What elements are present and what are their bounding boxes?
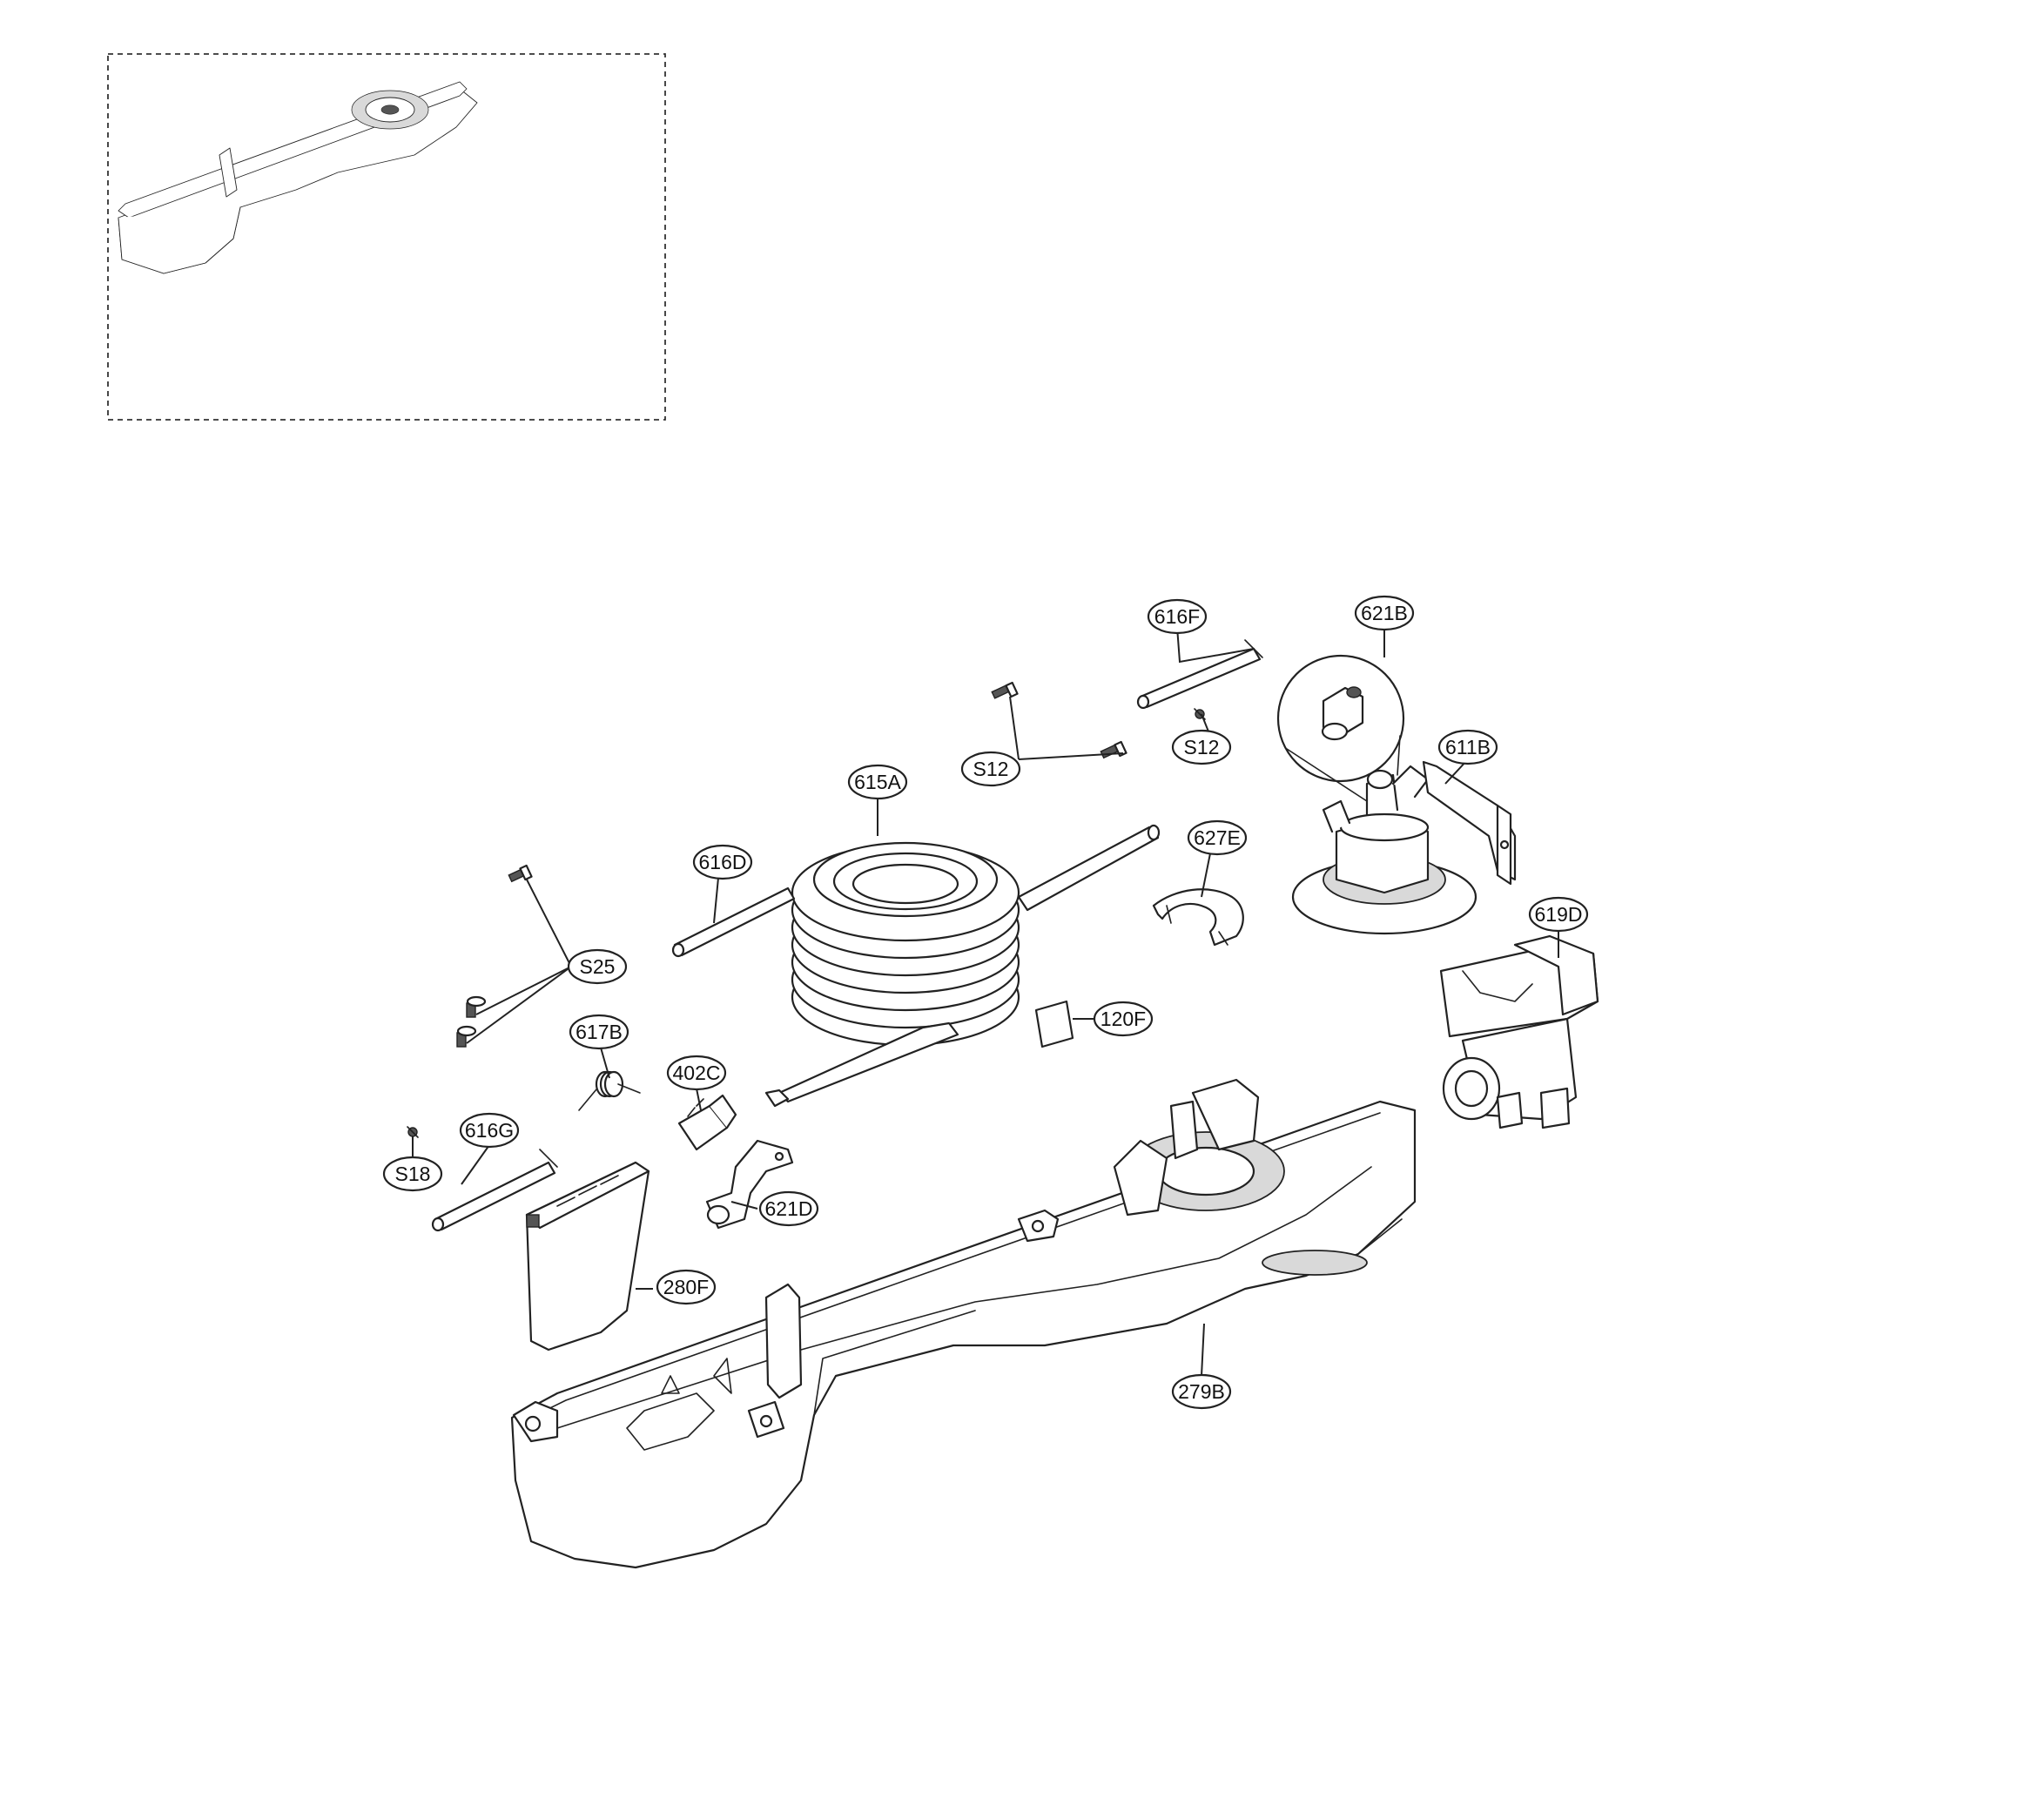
tube-616f	[1136, 639, 1263, 710]
screw-s25-2	[466, 995, 487, 1018]
assembled-view-inset	[107, 53, 666, 421]
clip-627e	[1152, 888, 1244, 947]
callout-label: 611B	[1445, 736, 1491, 758]
dispenser-housing-279b	[510, 1078, 1417, 1569]
callout-616f: 616F	[1147, 598, 1208, 635]
callout-616d: 616D	[692, 844, 753, 880]
valve-detail-621b	[1276, 654, 1405, 802]
callout-627e: 627E	[1187, 819, 1248, 856]
tube-616g	[431, 1149, 558, 1232]
callout-label: 619D	[1535, 903, 1583, 926]
callout-label: 621D	[765, 1197, 813, 1220]
dispenser-paddle-280f	[525, 1161, 650, 1352]
lever-621d	[705, 1139, 794, 1230]
screw-s18	[407, 1126, 419, 1138]
callout-616g: 616G	[459, 1112, 520, 1149]
callout-label: 621B	[1361, 602, 1408, 624]
water-valve-619d	[1439, 934, 1599, 1129]
callout-615a: 615A	[847, 764, 908, 800]
callout-280f: 280F	[656, 1269, 717, 1305]
water-tank-coil-615a	[764, 824, 1161, 1108]
callout-621b: 621B	[1354, 595, 1415, 631]
callout-label: 280F	[663, 1276, 709, 1298]
screw-s25-1	[508, 864, 533, 883]
callout-402c: 402C	[666, 1055, 727, 1091]
screw-s12-1	[991, 681, 1019, 699]
callout-label: 616G	[465, 1119, 514, 1142]
callout-611b: 611B	[1437, 729, 1498, 765]
screws	[407, 681, 1206, 1138]
callout-label: 615A	[854, 771, 901, 793]
callout-label: 402C	[673, 1062, 721, 1084]
callout-621d: 621D	[758, 1190, 819, 1227]
callout-label: S12	[1184, 736, 1220, 758]
heater-pad-120f	[1034, 1000, 1074, 1048]
callout-label: 617B	[575, 1021, 623, 1043]
callout-label: 279B	[1178, 1380, 1225, 1403]
callout-279b: 279B	[1171, 1373, 1232, 1410]
callout-label: S12	[973, 758, 1009, 780]
screw-s25-3	[456, 1025, 477, 1048]
callout-s12-1: S12	[960, 751, 1021, 787]
callout-619d: 619D	[1528, 896, 1589, 933]
tube-616d	[671, 886, 796, 958]
callout-617b: 617B	[569, 1014, 629, 1050]
micro-switch-402c	[677, 1094, 737, 1151]
callout-label: S25	[580, 955, 616, 978]
callout-label: 616F	[1154, 605, 1200, 628]
callout-label: 627E	[1194, 826, 1241, 849]
callout-label: S18	[395, 1163, 431, 1185]
valve-assembly-611b	[1291, 760, 1517, 935]
callout-s18: S18	[382, 1156, 443, 1192]
leader-lines	[412, 626, 1559, 1377]
callout-label: 120F	[1101, 1008, 1146, 1030]
callout-s12-2: S12	[1171, 729, 1232, 765]
screw-s12-2	[1100, 740, 1127, 759]
callout-s25: S25	[567, 948, 628, 985]
callout-120f: 120F	[1093, 1001, 1154, 1037]
callout-label: 616D	[699, 851, 747, 873]
